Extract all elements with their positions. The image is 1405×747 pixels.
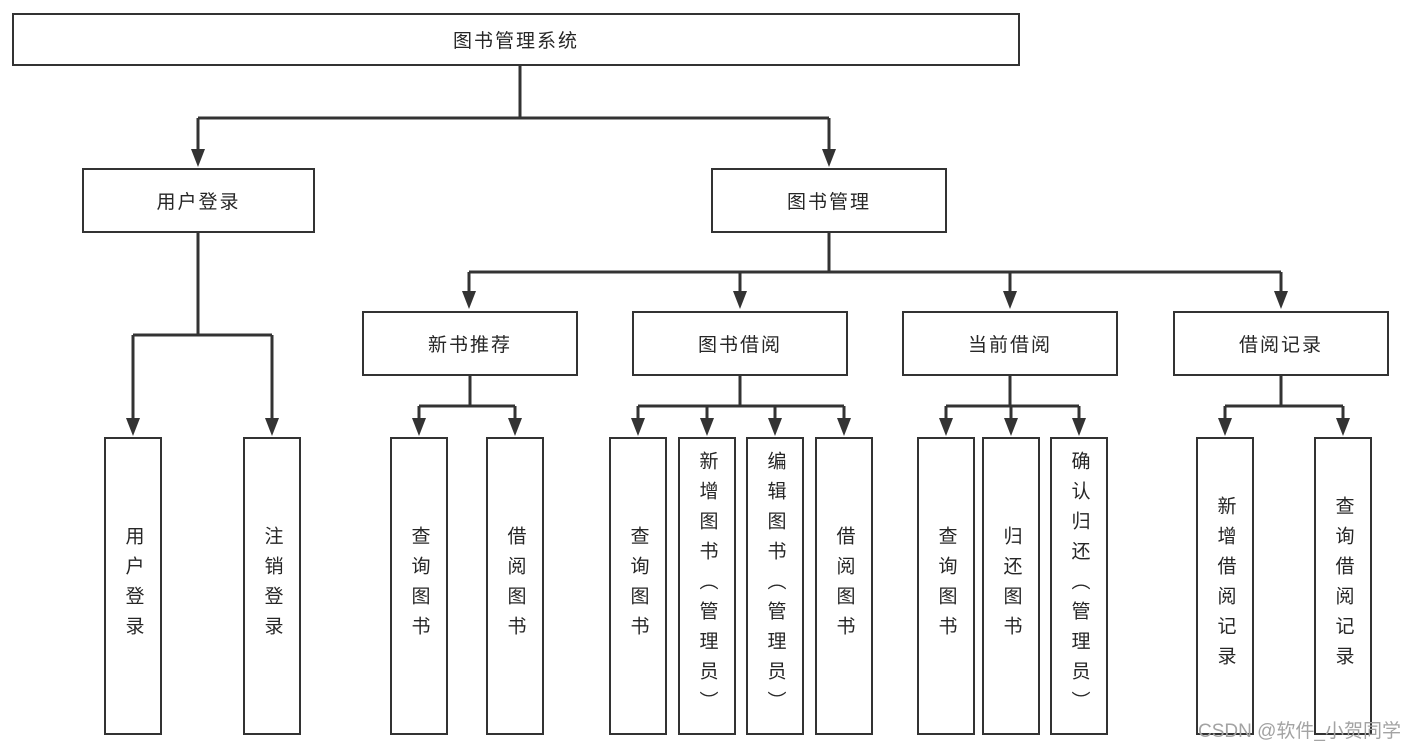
leaf-current-return-books-label: 归还图书	[1000, 526, 1022, 646]
leaf-current-query-books-label: 查询图书	[935, 526, 957, 646]
node-new-book-recommend-label: 新书推荐	[427, 335, 512, 356]
leaf-borrow-query-books-label: 查询图书	[627, 526, 649, 646]
node-user-login-label: 用户登录	[156, 192, 241, 213]
csdn-watermark: CSDN @软件_小贺同学	[1198, 721, 1401, 742]
node-current-borrowing: 当前借阅	[902, 311, 1118, 376]
leaf-records-add-record: 新增借阅记录	[1196, 437, 1254, 735]
leaf-logout: 注销登录	[243, 437, 301, 735]
node-root-label: 图书管理系统	[452, 31, 579, 52]
node-borrowing-records: 借阅记录	[1173, 311, 1389, 376]
node-borrowing-records-label: 借阅记录	[1238, 335, 1323, 356]
node-book-borrowing-label: 图书借阅	[697, 335, 782, 356]
leaf-borrow-edit-books-admin-label: 编辑图书（管理员）	[764, 451, 786, 721]
leaf-newrec-borrow-books-label: 借阅图书	[504, 526, 526, 646]
leaf-current-confirm-return-admin-label: 确认归还（管理员）	[1068, 451, 1090, 721]
leaf-borrow-add-books-admin-label: 新增图书（管理员）	[696, 451, 718, 721]
leaf-borrow-query-books: 查询图书	[609, 437, 667, 735]
leaf-borrow-borrow-books: 借阅图书	[815, 437, 873, 735]
leaf-logout-label: 注销登录	[261, 526, 283, 646]
node-book-borrowing: 图书借阅	[632, 311, 848, 376]
node-book-management: 图书管理	[711, 168, 947, 233]
node-root: 图书管理系统	[12, 13, 1020, 66]
node-new-book-recommend: 新书推荐	[362, 311, 578, 376]
leaf-records-query-record: 查询借阅记录	[1314, 437, 1372, 735]
leaf-current-confirm-return-admin: 确认归还（管理员）	[1050, 437, 1108, 735]
node-book-management-label: 图书管理	[786, 192, 871, 213]
leaf-borrow-edit-books-admin: 编辑图书（管理员）	[746, 437, 804, 735]
leaf-newrec-query-books: 查询图书	[390, 437, 448, 735]
leaf-borrow-add-books-admin: 新增图书（管理员）	[678, 437, 736, 735]
leaf-records-query-record-label: 查询借阅记录	[1332, 496, 1354, 676]
leaf-borrow-borrow-books-label: 借阅图书	[833, 526, 855, 646]
node-user-login: 用户登录	[82, 168, 315, 233]
leaf-user-login: 用户登录	[104, 437, 162, 735]
leaf-current-query-books: 查询图书	[917, 437, 975, 735]
leaf-newrec-borrow-books: 借阅图书	[486, 437, 544, 735]
node-current-borrowing-label: 当前借阅	[967, 335, 1052, 356]
leaf-current-return-books: 归还图书	[982, 437, 1040, 735]
leaf-user-login-label: 用户登录	[122, 526, 144, 646]
leaf-records-add-record-label: 新增借阅记录	[1214, 496, 1236, 676]
leaf-newrec-query-books-label: 查询图书	[408, 526, 430, 646]
